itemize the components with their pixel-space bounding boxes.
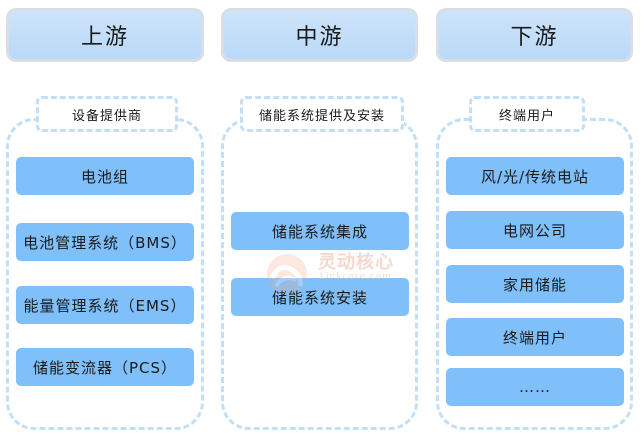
downstream-item-text: 风/光/传统电站	[480, 167, 590, 186]
upstream-item: 电池组	[16, 157, 194, 195]
upstream-item: 能量管理系统（EMS）	[16, 286, 194, 324]
upstream-label-text: 设备提供商	[71, 108, 142, 124]
midstream-item: 储能系统集成	[231, 212, 409, 250]
upstream-item-text: 能量管理系统（EMS）	[23, 296, 187, 315]
linkcore-logo-icon	[267, 254, 307, 294]
downstream-item: ……	[446, 368, 624, 406]
midstream-label-text: 储能系统提供及安装	[258, 108, 385, 124]
watermark-text: 灵动核心	[318, 252, 394, 273]
upstream-item-text: 电池组	[80, 167, 129, 186]
stage-title-midstream: 中游	[295, 25, 344, 50]
midstream-label: 储能系统提供及安装	[240, 96, 404, 132]
downstream-item: 家用储能	[446, 265, 624, 303]
midstream-item: 储能系统安装	[231, 278, 409, 316]
stage-header-downstream: 下游	[436, 8, 633, 62]
downstream-item-text: 家用储能	[502, 275, 567, 294]
downstream-item: 电网公司	[446, 211, 624, 249]
downstream-item-text: 终端用户	[502, 328, 567, 347]
stage-title-upstream: 上游	[80, 25, 129, 50]
watermark-subtext: Linkcore.com	[320, 272, 393, 282]
downstream-label-text: 终端用户	[498, 108, 555, 124]
stage-header-upstream: 上游	[6, 8, 204, 62]
upstream-item: 电池管理系统（BMS）	[16, 223, 194, 261]
midstream-item-text: 储能系统安装	[271, 288, 368, 307]
downstream-item: 终端用户	[446, 318, 624, 356]
downstream-item-text: 电网公司	[502, 221, 567, 240]
stage-title-downstream: 下游	[510, 25, 559, 50]
downstream-item: 风/光/传统电站	[446, 157, 624, 195]
stage-header-midstream: 中游	[221, 8, 418, 62]
upstream-item: 储能变流器（PCS）	[16, 348, 194, 386]
upstream-label: 设备提供商	[36, 96, 178, 132]
midstream-item-text: 储能系统集成	[271, 222, 368, 241]
downstream-label: 终端用户	[469, 96, 585, 132]
upstream-item-text: 电池管理系统（BMS）	[23, 233, 187, 252]
downstream-item-text: ……	[519, 378, 551, 396]
upstream-item-text: 储能变流器（PCS）	[32, 358, 178, 377]
